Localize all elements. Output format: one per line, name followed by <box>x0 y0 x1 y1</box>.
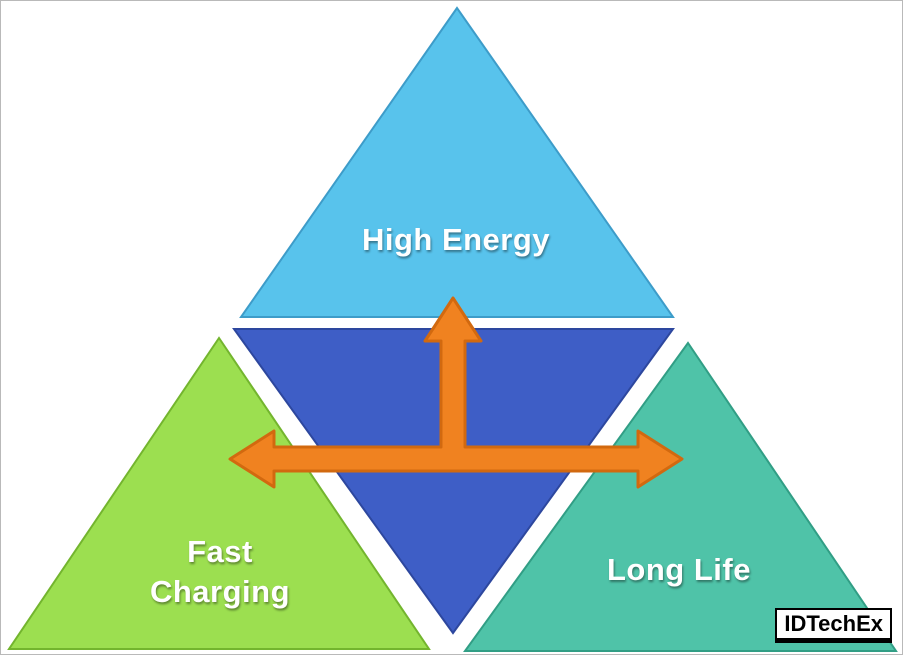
left-triangle-label-line2: Charging <box>150 574 290 609</box>
idtechex-logo: IDTechEx <box>775 608 892 643</box>
left-triangle <box>7 336 431 650</box>
top-triangle <box>239 6 675 318</box>
three-way-arrow <box>228 296 684 489</box>
left-triangle-label-line1: Fast <box>187 534 253 569</box>
right-triangle-label: Long Life <box>607 552 751 587</box>
right-triangle <box>463 341 898 652</box>
top-triangle-label: High Energy <box>362 222 550 257</box>
